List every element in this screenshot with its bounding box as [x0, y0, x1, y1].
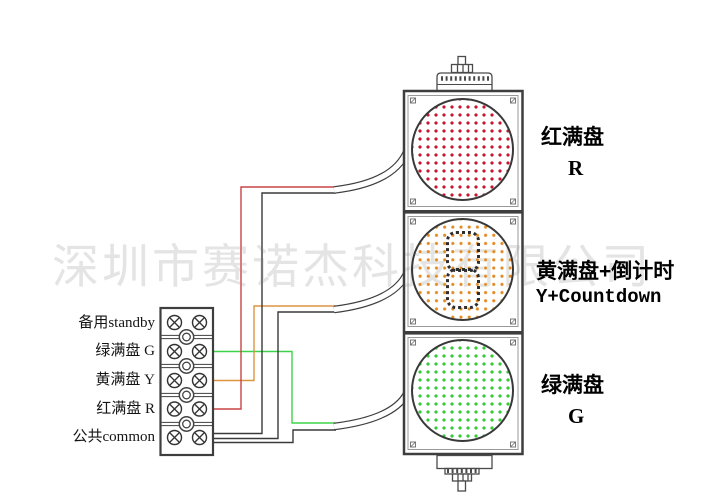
- terminal-label-standby: 备用standby: [78, 315, 155, 331]
- cable-conduits: [333, 149, 411, 431]
- wire-common-to-red: [213, 192, 336, 435]
- bolt-nut-top: [450, 63, 474, 74]
- module-label-red-cn: 红满盘: [541, 126, 604, 149]
- module-label-yellow-cn: 黄满盘+倒计时: [536, 260, 675, 283]
- module-divider-2: [404, 331, 523, 335]
- module-label-green-cn: 绿满盘: [541, 374, 604, 397]
- green-lens: [411, 339, 514, 442]
- bracket-plate-bottom: [436, 454, 493, 470]
- terminal-label-common: 公共common: [72, 429, 156, 445]
- module-label-green: 绿满盘 G: [541, 374, 604, 428]
- countdown-digit-upper-loop: [446, 231, 480, 272]
- module-green-frame: [407, 337, 519, 450]
- module-label-yellow-en: Y+Countdown: [536, 286, 662, 308]
- red-lens: [411, 98, 514, 201]
- terminal-label-yellow: 黄满盘 Y: [95, 372, 155, 388]
- terminal-block: [159, 306, 215, 457]
- module-label-red-en: R: [568, 156, 584, 180]
- module-yellow-frame: [407, 216, 519, 327]
- module-red-frame: [407, 95, 519, 207]
- module-label-green-en: G: [568, 404, 585, 428]
- mount-bracket-bottom: [436, 454, 493, 492]
- wire-common-to-yellow: [213, 311, 336, 440]
- countdown-digit-display: [446, 231, 480, 309]
- countdown-digit-lower-loop: [446, 268, 480, 309]
- module-label-yellow: 黄满盘+倒计时 Y+Countdown: [536, 260, 675, 309]
- terminal-label-red: 红满盘 R: [96, 401, 155, 417]
- mount-bracket-top: [436, 55, 493, 92]
- wire-common-to-green: [213, 429, 336, 444]
- bracket-plate-top: [436, 72, 493, 92]
- wires: [213, 186, 336, 444]
- bolt-rod-bottom: [457, 480, 467, 492]
- terminal-label-green: 绿满盘 G: [95, 343, 155, 359]
- wire-green: [213, 350, 336, 424]
- module-divider-1: [404, 210, 523, 214]
- module-label-red: 红满盘 R: [541, 126, 604, 180]
- wire-red: [213, 186, 336, 410]
- wire-yellow: [213, 305, 336, 382]
